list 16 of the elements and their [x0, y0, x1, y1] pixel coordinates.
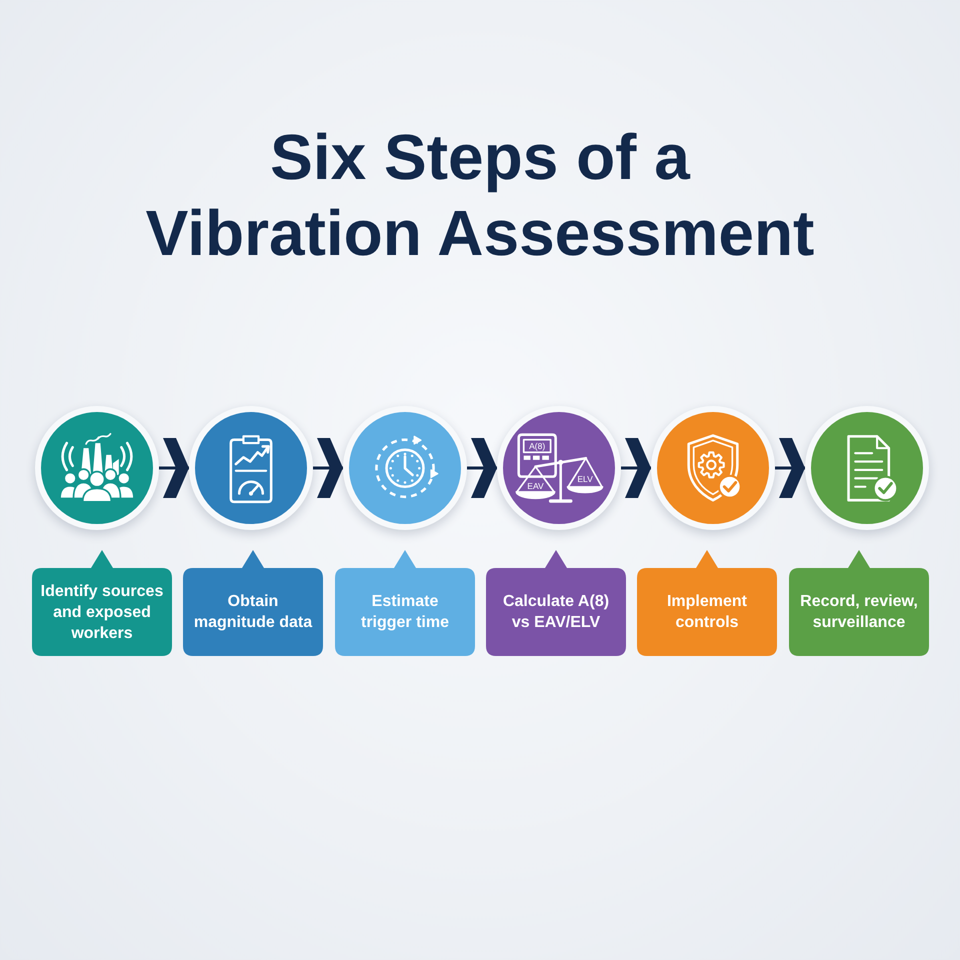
- callout-box: [789, 549, 929, 656]
- step-label: Estimate trigger time: [360, 592, 450, 633]
- step-label: Obtain magnitude data: [192, 592, 314, 633]
- step-label: Calculate A(8) vs EAV/ELV: [502, 592, 610, 633]
- scale-pan-label: ELV: [577, 474, 593, 484]
- scale-pan-label: EAV: [527, 480, 544, 491]
- step-label: Identify sources and exposed workers: [40, 582, 164, 644]
- calculator-display-text: A(8): [529, 441, 546, 452]
- title: Six Steps of a Vibration Assessment: [144, 120, 816, 271]
- callout-box: [637, 549, 777, 656]
- step-label: Implement controls: [666, 592, 748, 633]
- callout-box: [183, 549, 323, 656]
- callout-box: [32, 549, 172, 656]
- callout-box: [486, 549, 626, 656]
- callout-box: [335, 549, 475, 656]
- step-label: Record, review, surveillance: [799, 592, 919, 633]
